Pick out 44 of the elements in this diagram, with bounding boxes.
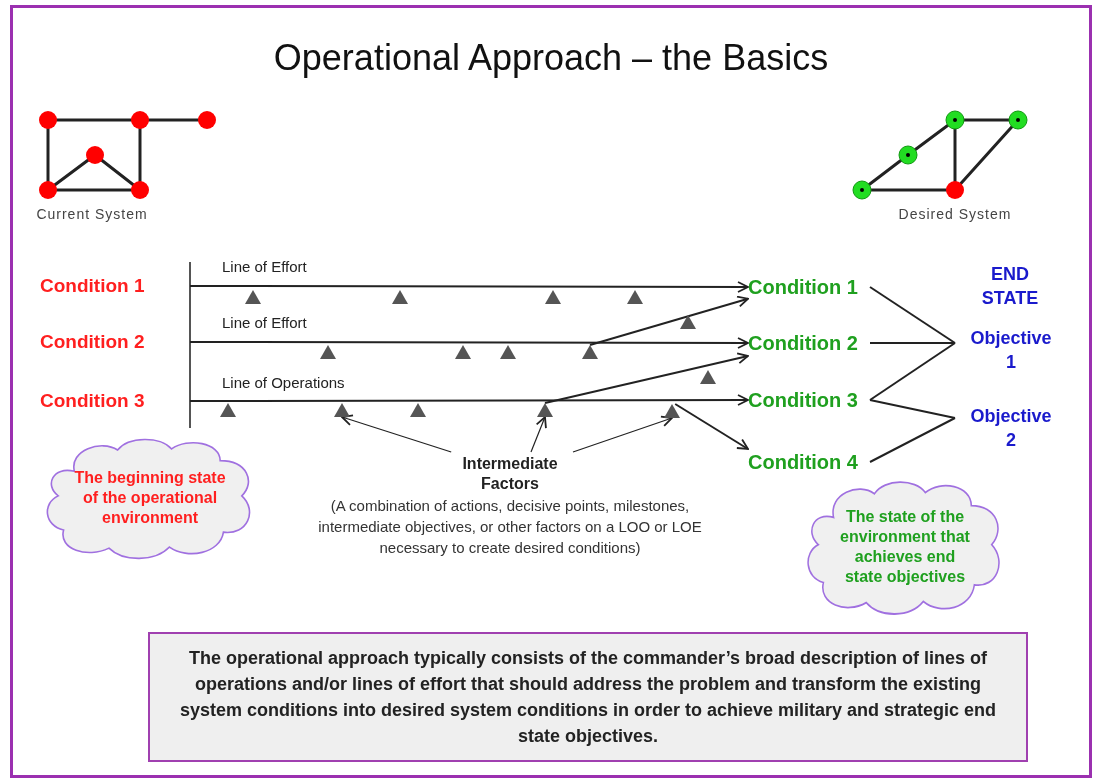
milestone-triangle [245, 290, 261, 304]
condition-label: Condition 2 [40, 330, 190, 354]
title: Operational Approach – the Basics [272, 36, 830, 80]
summary-text: The operational approach typically consists of the commander’s broad description of lines of operations and/or lines of effort that should address the problem and transform the existing system conditions into desired system conditions in order to achieve military and strategic end state objectives. [178, 647, 998, 748]
cloud-text: The beginning state of the operational environment [73, 468, 227, 528]
milestone-triangle [410, 403, 426, 417]
summary-box [148, 632, 1028, 762]
arrow [189, 281, 749, 293]
milestone-triangle [582, 345, 598, 359]
arrow [544, 352, 749, 404]
leader-arrow [572, 415, 673, 453]
condition-label: Condition 4 [748, 449, 870, 475]
factor-description: (A combination of actions, decisive points, milestones, intermediate objectives, or other factors on a LOO or LOE necessary to create desired conditions) [317, 496, 703, 558]
leader-arrow [341, 414, 452, 453]
milestone-triangle [627, 290, 643, 304]
condition-label: Condition 3 [40, 389, 190, 413]
milestone-triangle [545, 290, 561, 304]
milestone-triangle [680, 315, 696, 329]
milestone-triangle [537, 403, 553, 417]
milestone-triangle [500, 345, 516, 359]
condition-label: Condition 2 [748, 330, 870, 356]
condition-label: Condition 3 [748, 387, 870, 413]
arrow [189, 337, 749, 349]
leader-arrow [530, 416, 547, 453]
end-state-label: END STATE [980, 263, 1040, 310]
arrow [589, 295, 749, 346]
factor-heading: Intermediate Factors [461, 454, 559, 494]
arrow [189, 394, 749, 406]
milestone-triangle [664, 404, 680, 418]
arrow [674, 403, 749, 450]
edge-label: Line of Operations [220, 374, 347, 392]
milestone-triangle [455, 345, 471, 359]
objective-label: Objective 1 [955, 325, 1067, 375]
cloud-text: The state of the environment that achieves end state objectives [839, 507, 971, 587]
milestone-triangle [392, 290, 408, 304]
condition-label: Condition 1 [40, 274, 190, 298]
milestone-triangle [334, 403, 350, 417]
milestone-triangle [700, 370, 716, 384]
milestone-triangle [220, 403, 236, 417]
milestone-triangle [320, 345, 336, 359]
objective-label: Objective 2 [955, 403, 1067, 453]
condition-label: Condition 1 [748, 274, 870, 300]
network-caption: Current System [35, 205, 149, 224]
network-caption: Desired System [897, 205, 1013, 224]
